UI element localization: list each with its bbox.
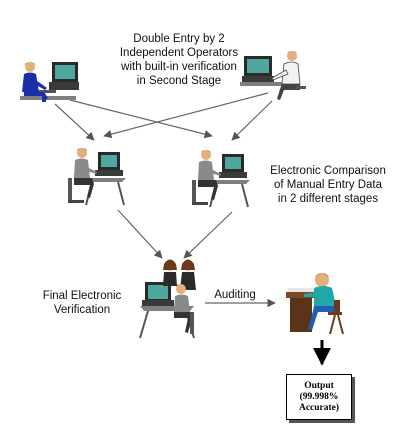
operator-left-icon — [20, 62, 79, 102]
label-line: with built-in verification — [121, 61, 237, 73]
arrow-op1-to-comp2 — [69, 99, 213, 139]
arrow-comp2-to-team — [183, 211, 233, 259]
label-line: Independent Operators — [119, 47, 239, 59]
label-line: Verification — [53, 304, 111, 316]
label-electronic-comparison: Electronic Comparison of Manual Entry Da… — [253, 164, 403, 206]
arrow-op2-to-comp1 — [103, 92, 269, 139]
output-line: Accurate) — [298, 402, 340, 413]
comparator-left-icon — [68, 148, 126, 206]
arrow-op1-to-comp1 — [54, 103, 95, 141]
operator-right-icon — [240, 51, 306, 100]
label-auditing: Auditing — [200, 288, 270, 302]
arrow-op2-to-comp2 — [231, 100, 273, 141]
label-line: Auditing — [214, 289, 256, 301]
label-line: Final Electronic — [42, 290, 122, 302]
label-final-verification: Final Electronic Verification — [22, 289, 142, 317]
label-double-entry: Double Entry by 2 Independent Operators … — [94, 32, 264, 88]
auditor-icon — [286, 273, 344, 335]
label-line: in Second Stage — [136, 75, 222, 87]
output-line: Output — [304, 380, 334, 391]
output-box: Output (99.998% Accurate) — [286, 374, 352, 420]
label-line: in 2 different stages — [277, 193, 379, 205]
arrows — [54, 92, 276, 308]
comparator-right-icon — [192, 150, 250, 208]
verification-team-icon — [139, 259, 196, 339]
output-line: (99.998% — [299, 391, 339, 402]
label-line: Double Entry by 2 — [133, 33, 225, 45]
label-line: Electronic Comparison — [270, 165, 386, 177]
arrow-comp1-to-team — [117, 209, 163, 259]
label-line: of Manual Entry Data — [273, 179, 383, 191]
